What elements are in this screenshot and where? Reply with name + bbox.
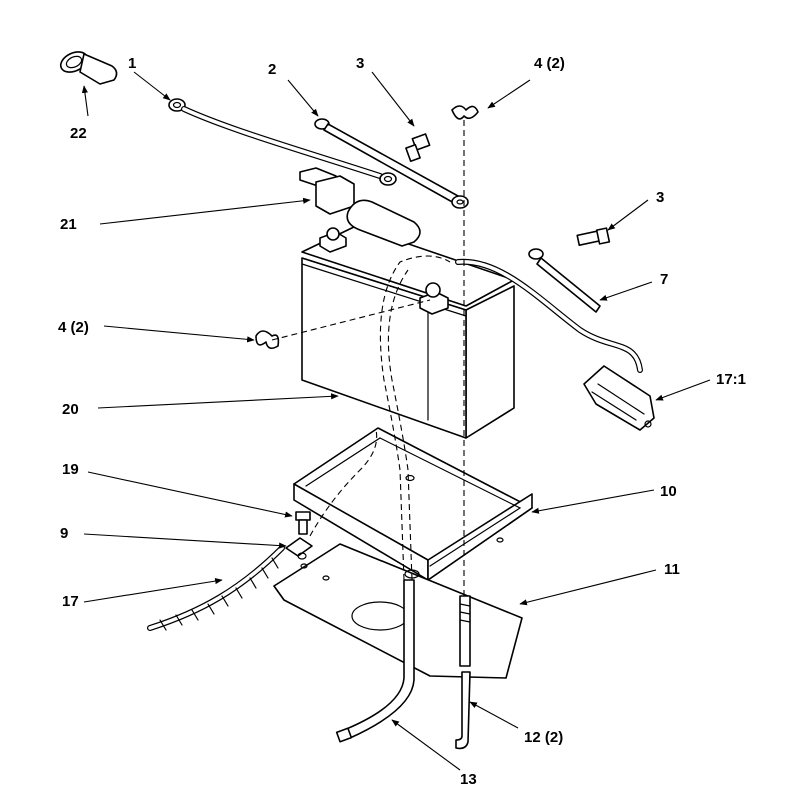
spiral-wrap-part xyxy=(147,545,285,631)
callout-13: 13 xyxy=(460,771,477,788)
callout-3-right: 3 xyxy=(656,189,664,206)
battery-part xyxy=(301,199,515,439)
callout-19: 19 xyxy=(62,461,79,478)
fuse-holder-part xyxy=(455,258,655,431)
callout-17: 17 xyxy=(62,593,79,610)
callout-1: 1 xyxy=(128,55,136,72)
callout-7: 7 xyxy=(660,271,668,288)
tray-bolt-part xyxy=(295,511,311,535)
terminal-cover-part xyxy=(299,167,355,215)
mounting-bracket-part xyxy=(273,543,523,679)
callout-3: 3 xyxy=(356,55,364,72)
callout-4-top: 4 (2) xyxy=(534,55,565,72)
callout-12: 12 (2) xyxy=(524,729,563,746)
cable-clamp-part xyxy=(285,537,313,560)
callout-10: 10 xyxy=(660,483,677,500)
vent-tube-part xyxy=(335,579,415,743)
callout-17-1: 17:1 xyxy=(716,371,746,388)
callout-22: 22 xyxy=(70,125,87,142)
callout-11: 11 xyxy=(664,561,680,578)
callout-4-left: 4 (2) xyxy=(58,319,89,336)
callout-2: 2 xyxy=(268,61,276,78)
leader-lines xyxy=(81,71,711,771)
terminal-boot-part xyxy=(59,51,118,85)
j-bolt-part xyxy=(455,595,471,750)
terminal-bolt-part xyxy=(405,133,431,163)
callout-21: 21 xyxy=(60,216,77,233)
wing-nut-part xyxy=(451,105,479,120)
wing-nut-part-2 xyxy=(255,330,280,350)
callout-9: 9 xyxy=(60,525,68,542)
callout-20: 20 xyxy=(62,401,79,418)
starter-cable-part xyxy=(528,248,601,313)
terminal-bolt-part-2 xyxy=(576,227,611,246)
positive-cable-part xyxy=(168,98,397,186)
